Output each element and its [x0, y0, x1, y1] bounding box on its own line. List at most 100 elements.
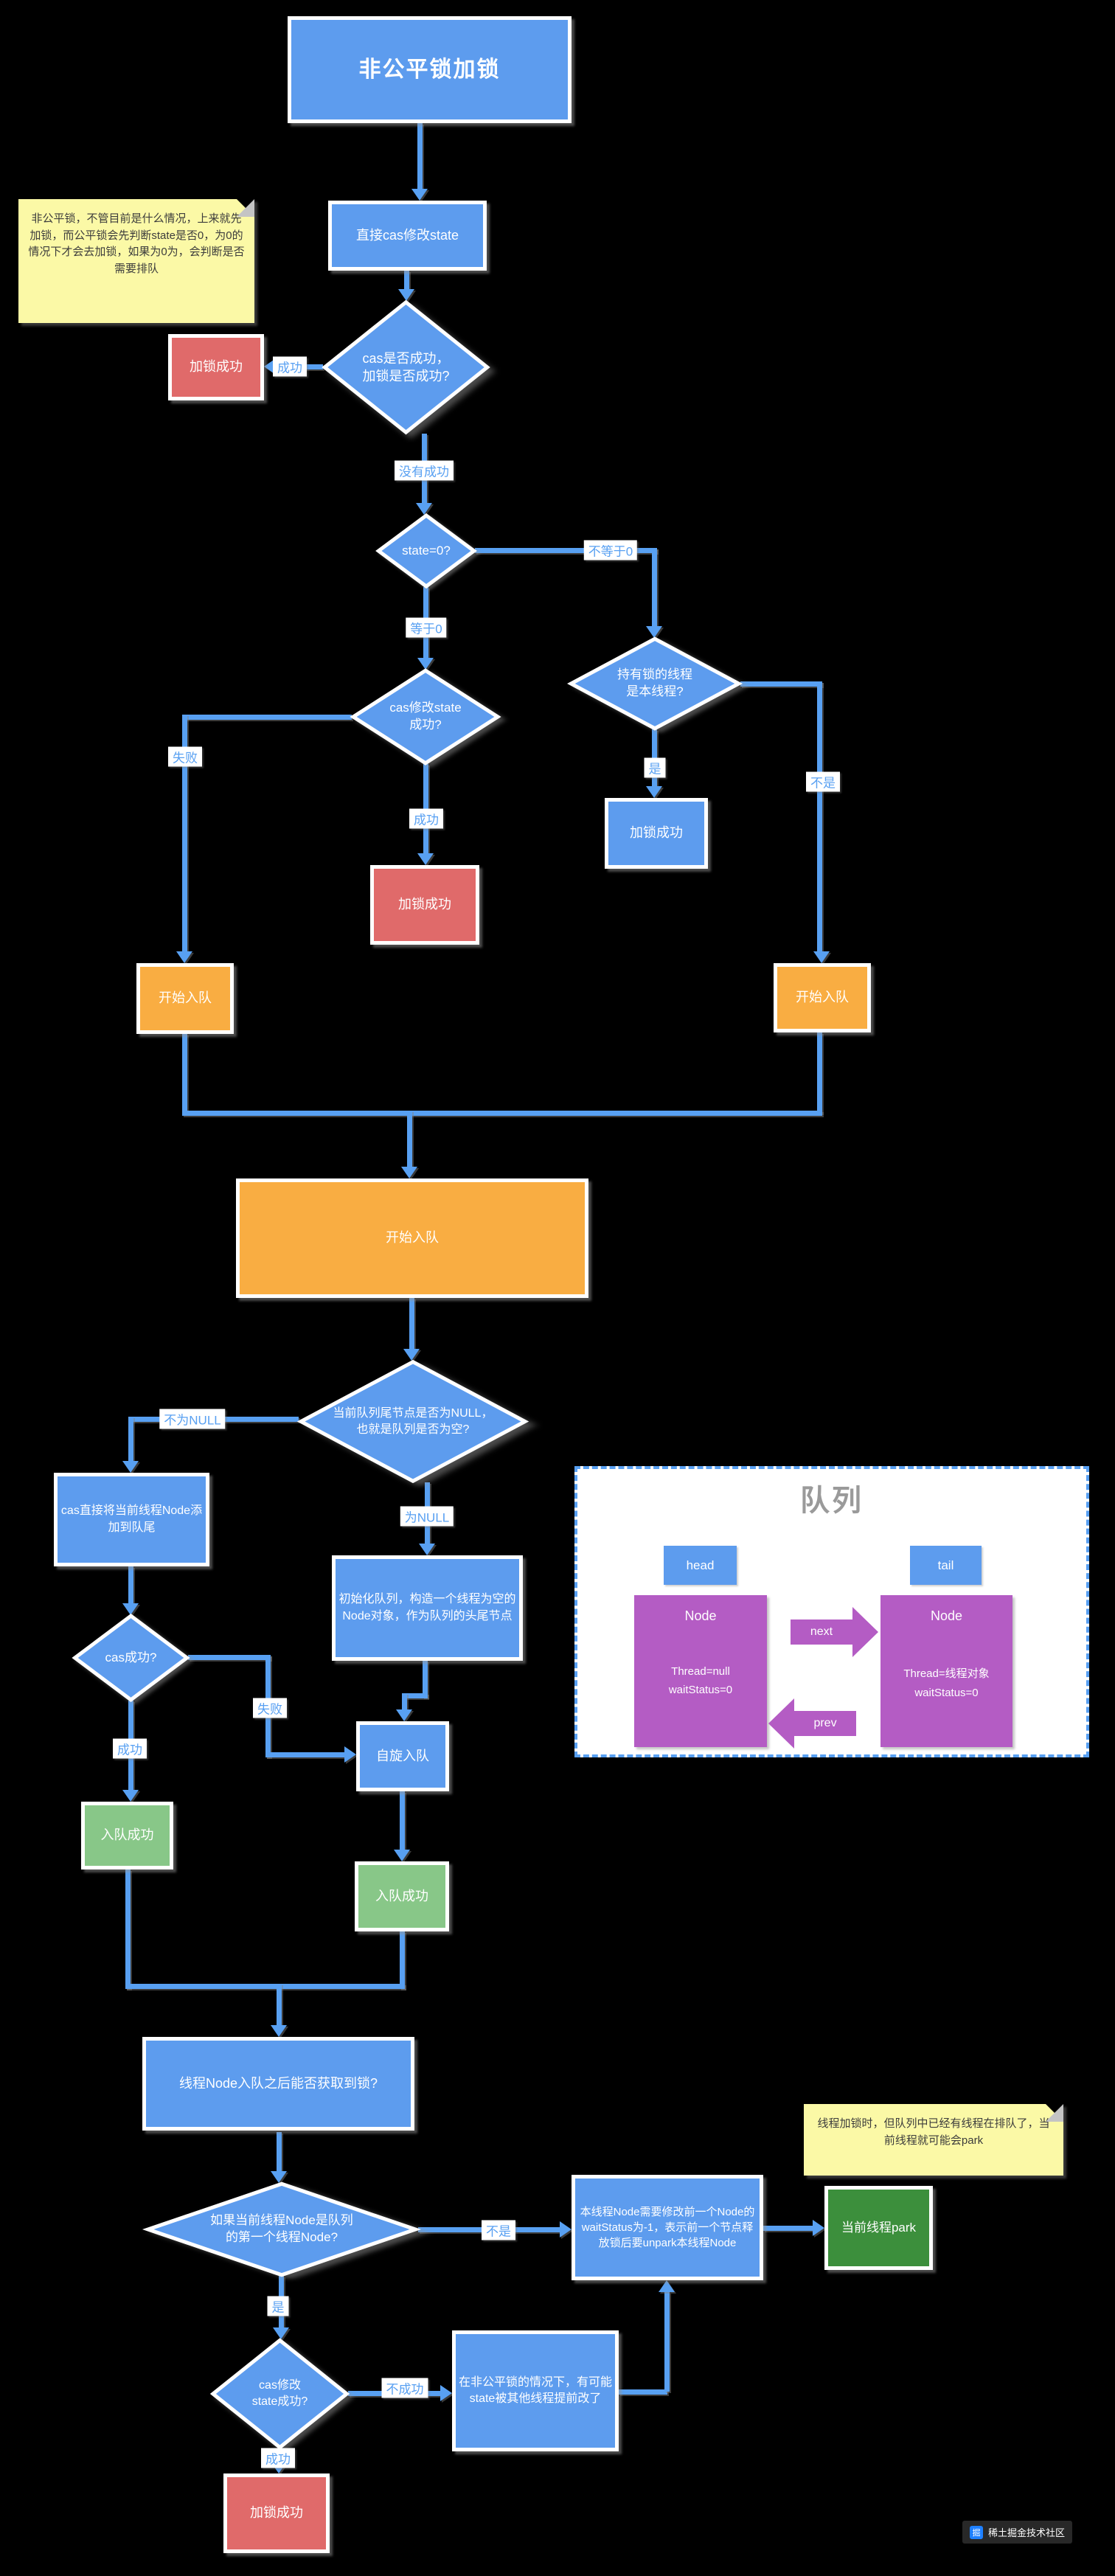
juejin-logo-icon: 掘: [970, 2525, 983, 2539]
decision-tail-null: 当前队列尾节点是否为NULL， 也就是队列是否为空?: [299, 1361, 527, 1482]
prev-arrow-label: prev: [813, 1717, 837, 1729]
node-enqueue-success-right: 入队成功: [355, 1861, 449, 1931]
edge-label-yes: 是: [644, 757, 666, 778]
arrow-right-icon: [440, 2385, 452, 2401]
node-thread: Thread=null: [671, 1665, 730, 1678]
diamond-shape: [352, 670, 499, 764]
connector-line: [188, 1655, 271, 1660]
node-lock-success-1: 加锁成功: [168, 334, 264, 400]
arrow-down-icon: [273, 2327, 289, 2339]
node-title: Node: [684, 1608, 717, 1623]
arrow-down-icon: [122, 1790, 139, 1802]
edge-label-success: 成功: [113, 1738, 147, 1759]
node-cas-add-tail: cas直接将当前线程Node添加到队尾: [54, 1473, 209, 1566]
node-lock-success-reentrant: 加锁成功: [605, 798, 708, 869]
watermark-label: 稀土掘金技术社区: [988, 2527, 1066, 2538]
decision-cas-lock-ok: cas是否成功， 加锁是否成功?: [323, 301, 489, 434]
arrow-down-icon: [646, 786, 662, 798]
arrow-down-icon: [403, 1349, 420, 1361]
node-waitstatus: waitStatus=0: [668, 1684, 733, 1696]
edge-label-success: 成功: [273, 356, 307, 377]
decision-label: 当前队列尾节点是否为NULL， 也就是队列是否为空?: [333, 1406, 493, 1436]
connector-line: [128, 1566, 133, 1603]
connector-line: [400, 1931, 405, 1989]
next-arrowhead-icon: [852, 1607, 878, 1657]
next-arrow-label: next: [810, 1625, 833, 1638]
prev-arrow: prev: [794, 1711, 856, 1736]
decision-cas-modify-ok-2: cas修改 state成功?: [212, 2339, 348, 2448]
connector-line: [404, 271, 409, 289]
node-unfair-state-changed: 在非公平锁的情况下，有可能state被其他线程提前改了: [452, 2330, 619, 2451]
connector-line: [182, 1111, 822, 1116]
note-park: 线程加锁时，但队列中已经有线程在排队了，当前线程就可能会park: [804, 2104, 1063, 2176]
decision-label: 持有锁的线程 是本线程?: [617, 667, 692, 698]
arrow-down-icon: [646, 626, 662, 638]
diamond-shape: [74, 1615, 188, 1701]
node-lock-success-3: 加锁成功: [223, 2473, 330, 2553]
connector-line: [402, 1693, 428, 1698]
connector-line: [817, 681, 822, 951]
edge-label-not-null: 不为NULL: [159, 1409, 226, 1429]
arrow-down-icon: [417, 658, 434, 670]
connector-line: [652, 548, 657, 626]
arrow-down-icon: [411, 189, 428, 201]
node-start-enqueue-main: 开始入队: [236, 1178, 588, 1298]
connector-line: [128, 1417, 133, 1461]
connector-line: [619, 2389, 667, 2395]
arrow-down-icon: [271, 2171, 287, 2183]
queue-head-box: head: [664, 1546, 737, 1585]
edge-label-no: 不是: [482, 2220, 515, 2240]
edge-label-fail: 失败: [253, 1698, 287, 1718]
connector-line: [817, 1032, 822, 1114]
node-current-thread-park: 当前线程park: [824, 2186, 933, 2270]
decision-label: cas修改state 成功?: [389, 701, 462, 732]
connector-line: [182, 1034, 187, 1114]
node-lock-success-2: 加锁成功: [370, 865, 479, 945]
node-title: Node: [930, 1608, 963, 1623]
arrow-right-icon: [344, 1746, 356, 1763]
next-arrow: next: [791, 1619, 852, 1645]
arrow-down-icon: [401, 1167, 417, 1178]
edge-label-success: 成功: [261, 2448, 295, 2468]
connector-line: [740, 681, 822, 687]
decision-label: cas是否成功， 加锁是否成功?: [362, 350, 450, 383]
edge-label-no: 不是: [806, 771, 840, 792]
arrow-right-icon: [813, 2220, 824, 2236]
diamond-shape: [378, 515, 475, 587]
decision-label: cas修改 state成功?: [251, 2379, 308, 2408]
connector-line: [265, 1752, 344, 1757]
edge-label-is-null: 为NULL: [400, 1506, 454, 1527]
prev-arrowhead-icon: [768, 1698, 794, 1749]
node-direct-cas: 直接cas修改state: [328, 201, 487, 271]
arrow-down-icon: [122, 1461, 139, 1473]
connector-line: [277, 1984, 282, 2025]
connector-line: [125, 1984, 405, 1989]
node-acquire-after-enqueue: 线程Node入队之后能否获取到锁?: [142, 2037, 414, 2131]
arrow-down-icon: [176, 951, 192, 963]
decision-cas-modify-ok: cas修改state 成功?: [352, 670, 499, 764]
title-box: 非公平锁加锁: [288, 16, 572, 123]
arrow-down-icon: [813, 951, 830, 963]
diamond-shape: [145, 2183, 418, 2276]
decision-label: cas成功?: [105, 1650, 157, 1664]
diamond-shape: [299, 1361, 527, 1482]
arrow-down-icon: [398, 289, 414, 301]
arrow-up-icon: [659, 2280, 675, 2292]
arrow-down-icon: [271, 2025, 287, 2037]
edge-label-no-success: 没有成功: [395, 460, 454, 481]
edge-label-fail: 失败: [168, 746, 202, 767]
node-init-queue: 初始化队列，构造一个线程为空的Node对象，作为队列的头尾节点: [332, 1555, 523, 1661]
decision-own-thread: 持有锁的线程 是本线程?: [569, 638, 740, 729]
arrow-down-icon: [122, 1603, 139, 1615]
node-start-enqueue-right: 开始入队: [774, 963, 871, 1032]
node-thread: Thread=线程对象: [903, 1667, 990, 1680]
queue-tail-box: tail: [910, 1546, 982, 1585]
node-enqueue-success-left: 入队成功: [81, 1802, 173, 1869]
edge-label-yes: 是: [267, 2296, 289, 2316]
connector-line: [763, 2226, 813, 2231]
edge-label-not-success: 不成功: [381, 2378, 428, 2398]
edge-label-eq0: 等于0: [406, 617, 447, 638]
decision-cas-ok: cas成功?: [74, 1615, 188, 1701]
node-waitstatus: waitStatus=0: [914, 1687, 979, 1699]
arrow-down-icon: [417, 853, 434, 865]
